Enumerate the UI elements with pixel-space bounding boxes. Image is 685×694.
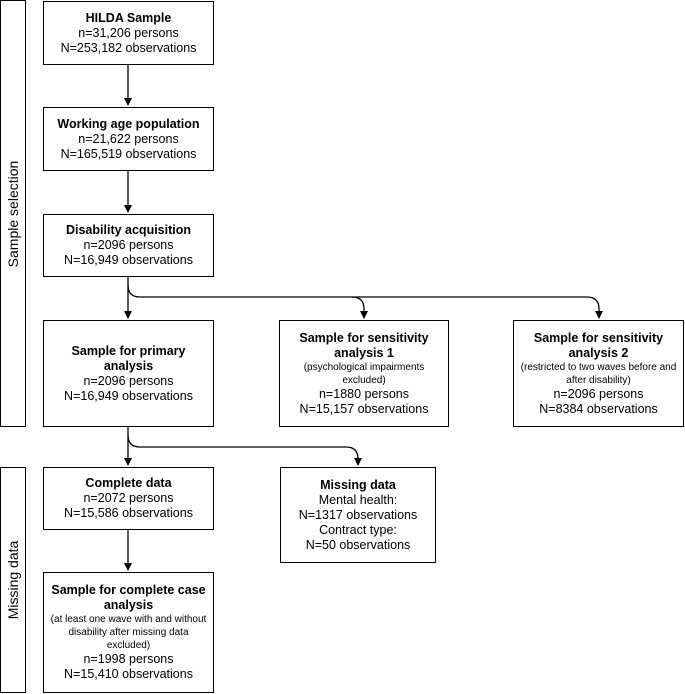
arrow-disability-to-sens1 <box>127 284 368 319</box>
box-title: Sample for primary <box>71 343 186 358</box>
box-line: n=2096 persons <box>83 373 174 388</box>
box-title: analysis 2 <box>568 345 629 360</box>
box-line: N=1317 observations <box>298 507 418 522</box>
box-line: n=2096 persons <box>553 386 644 401</box>
box-title: Missing data <box>320 477 396 492</box>
box-title: analysis <box>103 358 154 373</box>
side-panel-sample-selection: Sample selection <box>0 0 26 427</box>
box-title: HILDA Sample <box>85 10 172 25</box>
box-note: excluded) <box>342 374 386 386</box>
box-sensitivity-analysis-1: Sample for sensitivity analysis 1 (psych… <box>279 320 449 427</box>
arrow-disability-to-sens2 <box>352 296 603 319</box>
box-title: Disability acquisition <box>65 223 192 237</box>
box-working-age: Working age population n=21,622 persons … <box>43 107 214 171</box>
box-title: Sample for sensitivity <box>299 330 429 345</box>
box-missing-data: Missing data Mental health: N=1317 obser… <box>280 467 436 563</box>
box-line: N=15,157 observations <box>299 401 429 416</box>
box-hilda-sample: HILDA Sample n=31,206 persons N=253,182 … <box>43 1 214 65</box>
box-note: (restricted to two waves before and <box>520 361 677 373</box>
box-line: N=165,519 observations <box>60 146 197 161</box>
box-title: Sample for complete case <box>51 583 206 597</box>
box-primary-analysis: Sample for primary analysis n=2096 perso… <box>43 320 214 427</box>
box-line: N=16,949 observations <box>64 388 193 403</box>
box-title: Sample for sensitivity <box>533 330 664 345</box>
box-complete-case-analysis: Sample for complete case analysis (at le… <box>43 572 214 693</box>
box-line: N=253,182 observations <box>60 40 197 55</box>
box-note: after disability) <box>566 374 631 386</box>
arrow-primary-to-missing <box>127 434 362 466</box>
box-line: n=21,622 persons <box>78 131 179 146</box>
box-line: n=1998 persons <box>83 652 174 666</box>
box-line: n=2072 persons <box>83 491 174 505</box>
box-note: (psychological impairments <box>303 361 425 373</box>
box-line: N=16,949 observations <box>64 253 193 267</box>
box-line: n=31,206 persons <box>78 25 179 40</box>
box-note: disability after missing data <box>68 627 189 638</box>
box-title: analysis <box>103 598 154 612</box>
box-line: Contract type: <box>319 522 397 537</box>
box-line: N=15,586 observations <box>64 506 193 520</box>
box-title: Working age population <box>57 116 200 131</box>
box-line: N=8384 observations <box>539 401 658 416</box>
box-title: analysis 1 <box>334 345 394 360</box>
box-note: (at least one wave with and without <box>50 614 207 625</box>
box-complete-data: Complete data n=2072 persons N=15,586 ob… <box>43 467 214 530</box>
box-sensitivity-analysis-2: Sample for sensitivity analysis 2 (restr… <box>513 320 684 427</box>
box-line: Mental health: <box>318 492 398 507</box>
box-title: Complete data <box>85 476 172 490</box>
side-panel-missing-data: Missing data <box>0 467 26 693</box>
box-disability-acquisition: Disability acquisition n=2096 persons N=… <box>43 214 214 277</box>
box-line: n=2096 persons <box>83 238 174 252</box>
box-note: excluded) <box>106 640 151 651</box>
box-line: n=1880 persons <box>318 386 409 401</box>
box-line: N=50 observations <box>305 537 411 552</box>
box-line: N=15,410 observations <box>64 667 193 681</box>
